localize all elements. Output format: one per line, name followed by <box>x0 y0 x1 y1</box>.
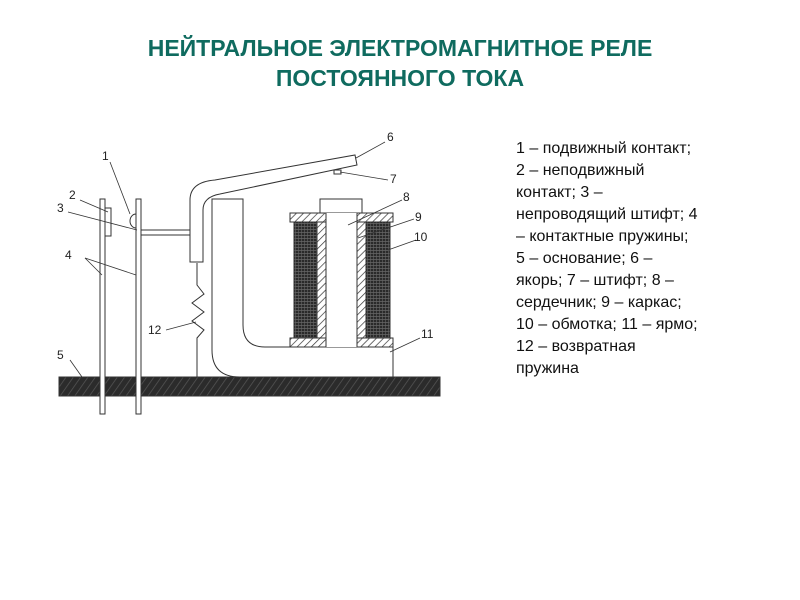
legend-line: непроводящий штифт; 4 <box>516 206 698 223</box>
armature-pin <box>333 169 342 175</box>
insulating-pin <box>140 229 191 236</box>
legend-line: – контактные пружины; <box>516 228 689 245</box>
legend: 1 – подвижный контакт; 2 – неподвижный к… <box>516 138 698 380</box>
label-4: 4 <box>65 248 72 262</box>
slide-title: НЕЙТРАЛЬНОЕ ЭЛЕКТРОМАГНИТНОЕ РЕЛЕ ПОСТОЯ… <box>0 33 800 93</box>
legend-line: пружина <box>516 360 579 377</box>
bobbin-wall-right <box>356 221 367 339</box>
winding-right <box>365 221 391 339</box>
legend-line: 1 – подвижный контакт; <box>516 140 692 157</box>
label-1: 1 <box>102 149 109 163</box>
title-line-1: НЕЙТРАЛЬНОЕ ЭЛЕКТРОМАГНИТНОЕ РЕЛЕ <box>147 35 653 61</box>
legend-line: сердечник; 9 – каркас; <box>516 294 682 311</box>
legend-line: 5 – основание; 6 – <box>516 250 653 267</box>
armature <box>189 154 358 263</box>
leader-lines <box>67 141 421 378</box>
title-line-2: ПОСТОЯННОГО ТОКА <box>275 65 525 91</box>
return-spring <box>191 263 205 377</box>
legend-line: 12 – возвратная <box>516 338 636 355</box>
legend-line: 10 – обмотка; 11 – ярмо; <box>516 316 698 333</box>
winding-left <box>293 221 318 339</box>
label-8: 8 <box>403 190 410 204</box>
label-2: 2 <box>69 188 76 202</box>
contact-spring-left <box>99 198 106 415</box>
bobbin-wall-left <box>316 221 327 339</box>
label-3: 3 <box>57 201 64 215</box>
label-6: 6 <box>387 130 394 144</box>
label-5: 5 <box>57 348 64 362</box>
base <box>58 376 441 397</box>
label-9: 9 <box>415 210 422 224</box>
label-11: 11 <box>421 327 434 341</box>
label-7: 7 <box>390 172 397 186</box>
legend-line: контакт; 3 – <box>516 184 603 201</box>
legend-line: якорь; 7 – штифт; 8 – <box>516 272 674 289</box>
legend-line: 2 – неподвижный <box>516 162 645 179</box>
moving-contact <box>129 213 137 229</box>
label-12: 12 <box>148 323 162 337</box>
label-10: 10 <box>414 230 428 244</box>
contact-spring-right <box>135 198 142 415</box>
